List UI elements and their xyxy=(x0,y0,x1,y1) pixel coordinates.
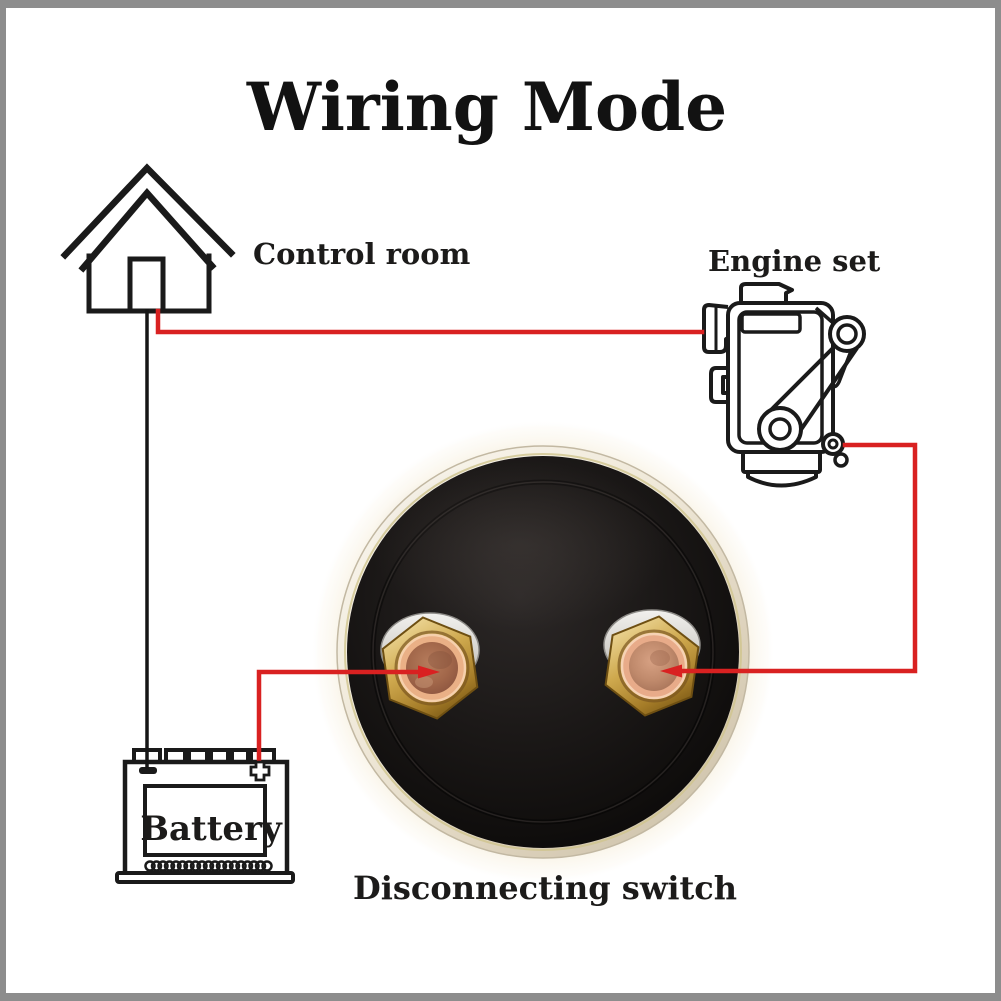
left-terminal-copper-core xyxy=(406,642,458,694)
engine-base-foot xyxy=(746,470,818,488)
switch-rim-edge-line xyxy=(344,453,742,851)
house-door xyxy=(127,256,166,314)
battery-base-plate xyxy=(115,871,295,884)
engine-pulley-arm xyxy=(814,306,834,324)
engine-set-label: Engine set xyxy=(708,244,881,278)
battery-label: Battery xyxy=(140,809,282,849)
engine-belt-left xyxy=(767,346,835,414)
disconnecting-switch-photo xyxy=(311,420,775,884)
engine-base xyxy=(741,450,822,474)
wires xyxy=(145,308,918,769)
engine-set-icon xyxy=(702,282,866,488)
right-terminal-nut-ring xyxy=(617,629,691,703)
engine-belt-guard xyxy=(832,350,853,389)
wire-red-controlroom-engine xyxy=(155,308,705,335)
engine-terminal-loop xyxy=(833,452,849,468)
wire-red-battery-switch xyxy=(256,669,423,769)
engine-valve-cover xyxy=(740,312,802,334)
house-roof-outer xyxy=(60,163,236,260)
battery-coil xyxy=(144,860,273,872)
engine-pulley-top-hub xyxy=(836,323,858,345)
engine-terminal-port-pin xyxy=(827,438,839,450)
engine-pulley-bottom-hub xyxy=(768,417,792,441)
battery-label-panel xyxy=(143,784,267,857)
switch-left-terminal xyxy=(380,612,480,720)
switch-face-sheen xyxy=(370,460,670,630)
engine-pulley-top xyxy=(828,315,866,353)
battery-negative-terminal xyxy=(139,767,157,774)
page-title: Wiring Mode xyxy=(246,68,728,146)
wire-red-battery-switch-tip xyxy=(418,665,440,679)
left-terminal-nut-ring xyxy=(394,630,470,706)
right-terminal-copper-core xyxy=(629,641,679,691)
engine-pulley-bottom xyxy=(757,406,803,452)
wire-red-switch-engine-tip xyxy=(660,664,682,678)
battery-positive-terminal xyxy=(249,760,271,782)
disconnecting-switch-label: Disconnecting switch xyxy=(352,869,738,907)
engine-terminal-port xyxy=(821,432,845,456)
control-room-house-icon xyxy=(60,163,236,314)
engine-top-cap xyxy=(739,282,794,305)
wire-red-switch-engine xyxy=(677,442,918,674)
switch-right-terminal xyxy=(603,609,701,717)
house-roof-inner xyxy=(78,188,217,273)
control-room-label: Control room xyxy=(253,237,471,271)
